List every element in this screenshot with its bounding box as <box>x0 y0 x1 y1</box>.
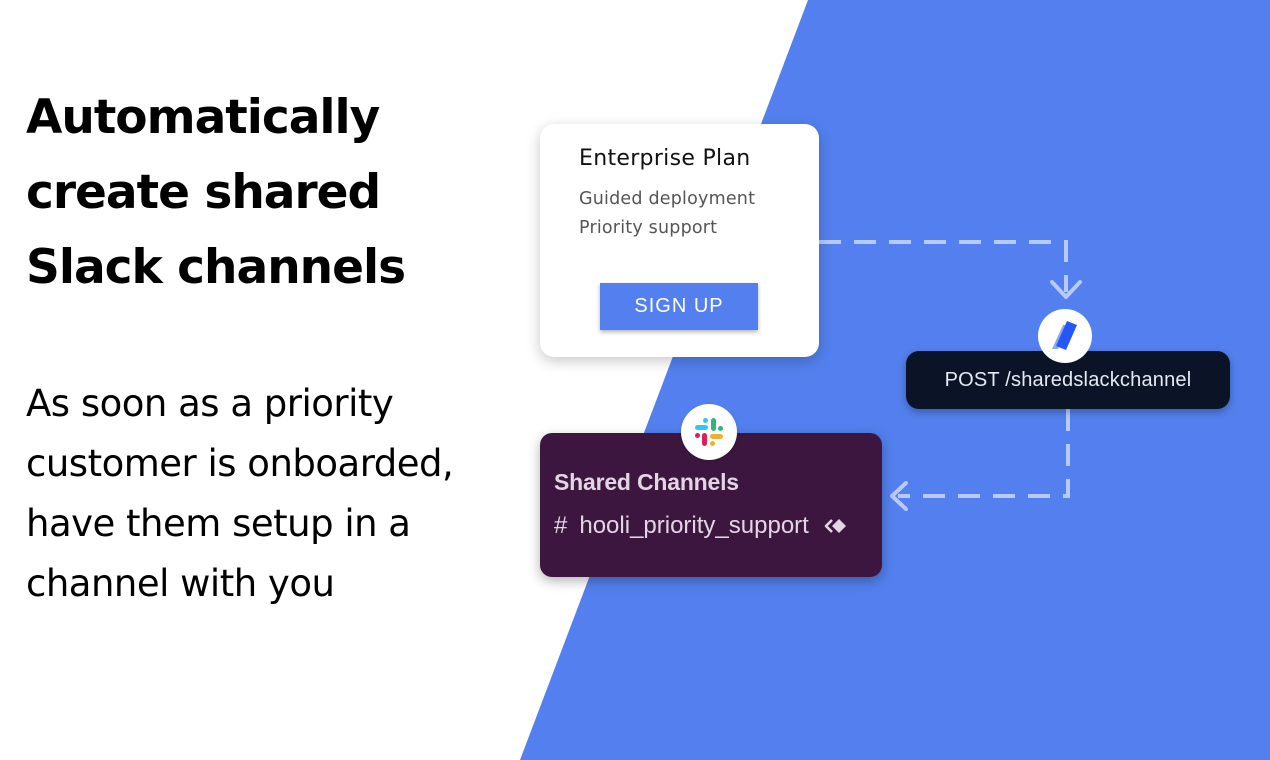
plan-feature: Guided deployment <box>579 189 756 209</box>
headline-line: Automatically <box>26 90 380 145</box>
shared-channel-icon <box>823 518 847 534</box>
slack-logo-icon <box>681 404 737 460</box>
headline-line: Slack channels <box>26 240 406 295</box>
api-endpoint-label: POST /sharedslackchannel <box>944 368 1192 391</box>
plan-feature: Priority support <box>579 218 718 238</box>
headline-line: create shared <box>26 165 381 220</box>
headline: Automatically create shared Slack channe… <box>26 80 506 305</box>
subtext-line: As soon as a priority <box>26 382 394 425</box>
shared-channels-heading: Shared Channels <box>554 469 739 495</box>
channel-item[interactable]: # hooli_priority_support <box>554 512 882 540</box>
enterprise-plan-card: Enterprise Plan Guided deployment Priori… <box>540 124 819 357</box>
plan-title: Enterprise Plan <box>579 146 751 171</box>
channel-hash-icon: # <box>554 512 568 539</box>
subtext-line: channel with you <box>26 562 335 605</box>
channel-name: hooli_priority_support <box>579 512 809 539</box>
api-logo-icon <box>1038 309 1092 363</box>
subtext-line: customer is onboarded, <box>26 442 454 485</box>
subtext: As soon as a priority customer is onboar… <box>26 374 516 614</box>
sign-up-button[interactable]: SIGN UP <box>600 283 758 330</box>
subtext-line: have them setup in a <box>26 502 411 545</box>
